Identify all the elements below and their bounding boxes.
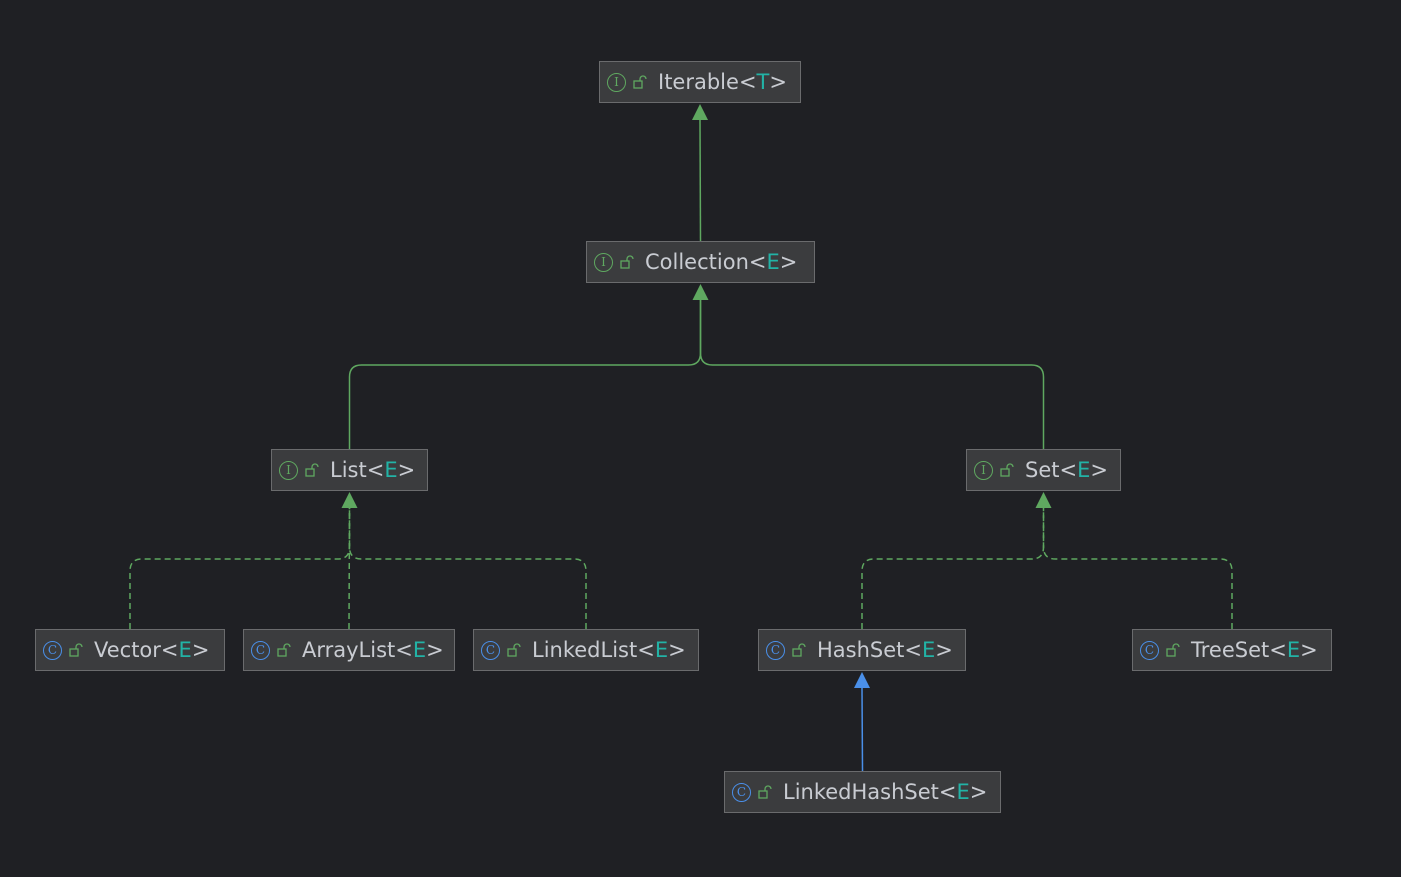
interface-icon: I: [279, 460, 298, 480]
node-label: Vector<E>: [94, 638, 210, 662]
class-icon: C: [251, 640, 270, 660]
node-label: ArrayList<E>: [302, 638, 444, 662]
node-vector[interactable]: C Vector<E>: [35, 629, 225, 671]
interface-icon: I: [974, 460, 993, 480]
interface-icon: I: [594, 252, 613, 272]
class-name: Iterable: [658, 70, 739, 94]
arrowhead-hashset: [854, 672, 870, 688]
class-icon: C: [481, 640, 500, 660]
edge-collection-to-iterable: [699, 119, 702, 242]
node-label: Collection<E>: [645, 250, 798, 274]
class-icon: C: [43, 640, 62, 660]
unlocked-icon: [507, 643, 521, 657]
node-linkedhashset[interactable]: C LinkedHashSet<E>: [724, 771, 1001, 813]
node-iterable[interactable]: I Iterable<T>: [599, 61, 801, 103]
class-icon: C: [1140, 640, 1159, 660]
edge-linkedlist-to-list: [348, 508, 587, 629]
class-name: ArrayList: [302, 638, 396, 662]
class-icon: C: [732, 782, 751, 802]
class-icon: C: [766, 640, 785, 660]
type-param: E: [178, 638, 192, 662]
edge-treeset-to-set: [1042, 508, 1233, 629]
unlocked-icon: [758, 785, 772, 799]
node-label: HashSet<E>: [817, 638, 953, 662]
arrowhead-set: [1035, 492, 1052, 508]
node-label: List<E>: [330, 458, 416, 482]
edge-linkedhashset-to-hashset: [861, 687, 864, 772]
class-name: TreeSet: [1191, 638, 1270, 662]
type-param: E: [1077, 458, 1091, 482]
unlocked-icon: [277, 643, 291, 657]
type-param: E: [384, 458, 398, 482]
unlocked-icon: [305, 463, 319, 477]
type-param: E: [922, 638, 936, 662]
class-name: Vector: [94, 638, 161, 662]
node-collection[interactable]: I Collection<E>: [586, 241, 815, 283]
interface-icon: I: [607, 72, 626, 92]
arrowhead-list: [341, 492, 358, 508]
unlocked-icon: [620, 255, 634, 269]
class-name: Set: [1025, 458, 1060, 482]
node-linkedlist[interactable]: C LinkedList<E>: [473, 629, 699, 671]
unlocked-icon: [633, 75, 647, 89]
unlocked-icon: [69, 643, 83, 657]
edge-set-to-collection: [699, 300, 1045, 449]
unlocked-icon: [792, 643, 806, 657]
class-name: List: [330, 458, 367, 482]
type-param: T: [756, 70, 770, 94]
node-label: LinkedHashSet<E>: [783, 780, 988, 804]
class-name: Collection: [645, 250, 749, 274]
edge-arraylist-to-list: [348, 507, 351, 630]
node-label: LinkedList<E>: [532, 638, 686, 662]
class-name: LinkedHashSet: [783, 780, 939, 804]
class-name: LinkedList: [532, 638, 638, 662]
class-name: HashSet: [817, 638, 905, 662]
type-param: E: [412, 638, 427, 662]
node-hashset[interactable]: C HashSet<E>: [758, 629, 966, 671]
edge-list-to-collection: [348, 300, 702, 449]
edge-hashset-to-set: [861, 508, 1045, 629]
type-param: E: [1286, 638, 1301, 662]
node-label: Set<E>: [1025, 458, 1108, 482]
node-set[interactable]: I Set<E>: [966, 449, 1121, 491]
node-arraylist[interactable]: C ArrayList<E>: [243, 629, 455, 671]
unlocked-icon: [1000, 463, 1014, 477]
arrowhead-collection: [692, 284, 709, 300]
unlocked-icon: [1166, 643, 1180, 657]
edge-vector-to-list: [129, 508, 351, 629]
node-label: TreeSet<E>: [1191, 638, 1318, 662]
type-param: E: [654, 638, 669, 662]
node-label: Iterable<T>: [658, 70, 787, 94]
type-param: E: [766, 250, 780, 274]
node-list[interactable]: I List<E>: [271, 449, 428, 491]
type-param: E: [956, 780, 970, 804]
node-treeset[interactable]: C TreeSet<E>: [1132, 629, 1332, 671]
arrowhead-iterable: [692, 104, 708, 120]
